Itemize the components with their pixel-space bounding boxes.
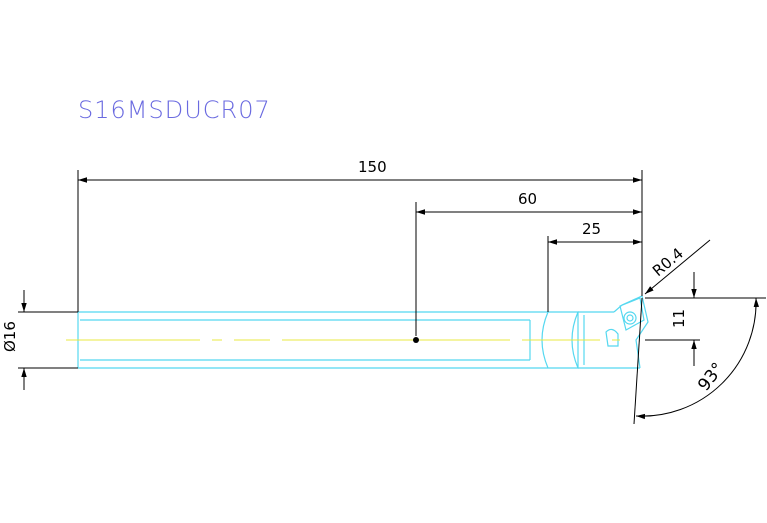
dim-label-angle: 93°	[694, 359, 728, 395]
dim-label-offset: 11	[670, 309, 688, 328]
dim-label-25: 25	[582, 220, 601, 238]
dim-label-60: 60	[518, 190, 537, 208]
dim-label-diameter: Ø16	[1, 321, 19, 352]
drawing-title: S16MSDUCR07	[78, 96, 271, 124]
tool-body	[77, 295, 649, 369]
dim-label-150: 150	[358, 158, 387, 176]
center-point	[413, 337, 419, 343]
dimension-lines	[18, 170, 766, 425]
